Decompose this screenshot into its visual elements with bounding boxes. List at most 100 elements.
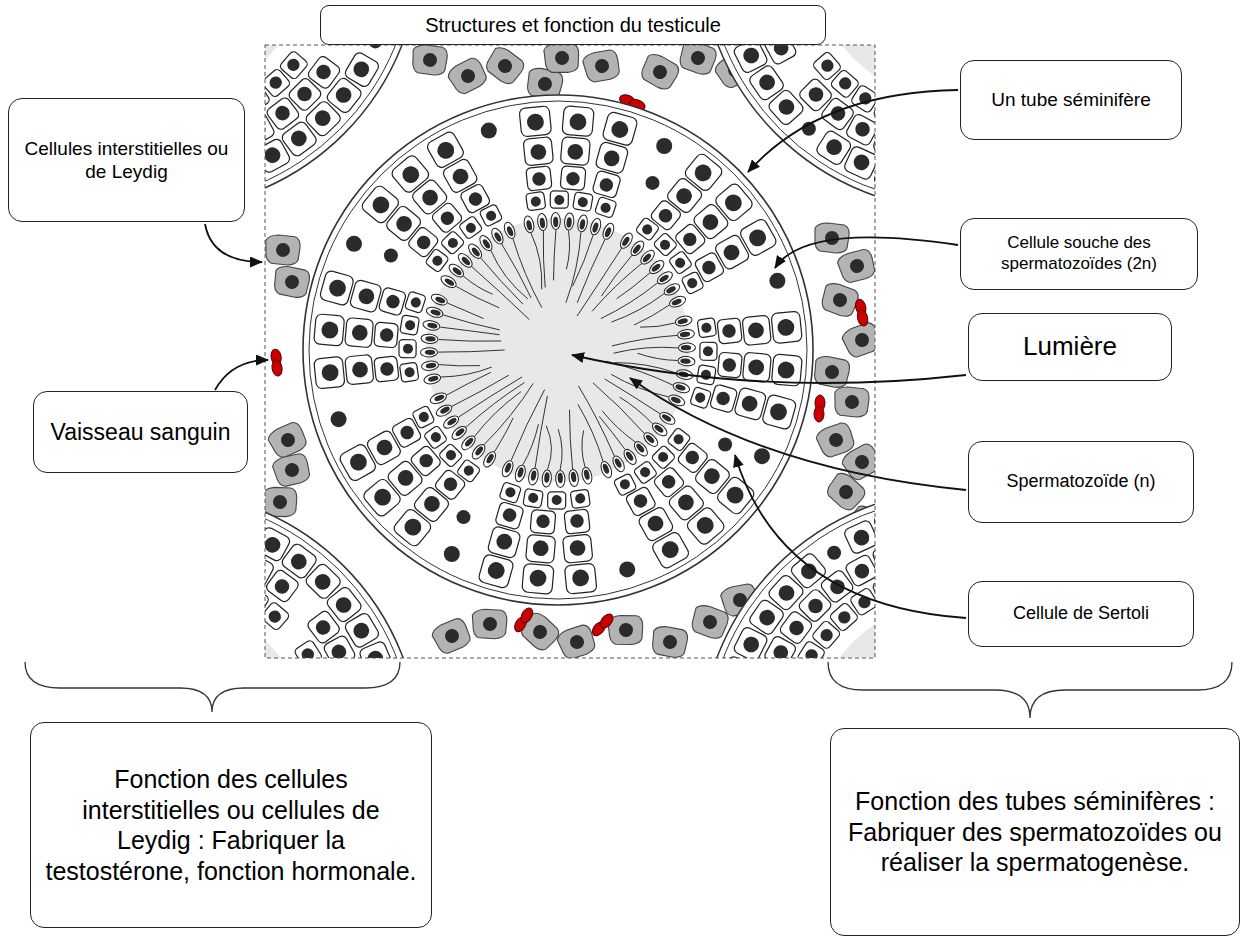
cell-nucleus: [741, 45, 762, 66]
cell-membrane: [564, 563, 597, 594]
sperm-tail: [447, 372, 491, 395]
leydig-nucleus: [845, 395, 859, 409]
cell-membrane: [653, 232, 678, 257]
sperm-head: [667, 393, 686, 408]
cell-nucleus: [446, 236, 460, 250]
sperm-head: [429, 391, 448, 406]
germ-cell: [690, 386, 712, 408]
germ-cell: [734, 387, 767, 421]
sperm-nucleus: [665, 285, 677, 294]
germ-cell: [667, 427, 691, 452]
cell-nucleus: [374, 437, 395, 458]
cell-membrane: [732, 45, 768, 74]
leydig-cell: [266, 235, 301, 266]
germ-cell: [633, 460, 658, 484]
germ-cell: [763, 45, 797, 66]
sperm-nucleus: [425, 336, 436, 342]
leydig-nucleus: [458, 66, 477, 85]
spermatozoon: [527, 467, 539, 485]
cell-nucleus: [659, 472, 678, 491]
leydig-nucleus: [554, 50, 570, 66]
germ-cell: [349, 279, 382, 313]
sertoli-nucleus: [754, 448, 770, 464]
germ-cell: [742, 352, 771, 382]
sperm-nucleus: [558, 473, 563, 483]
cell-membrane: [438, 443, 463, 468]
cell-nucleus: [691, 161, 715, 185]
leydig-membrane: [555, 621, 599, 658]
germ-cell: [495, 501, 524, 530]
cell-nucleus: [571, 569, 589, 587]
cell-nucleus: [351, 59, 372, 80]
leydig-membrane: [445, 54, 490, 98]
label-text: Cellule souche des spermatozoïdes (2n): [973, 233, 1185, 274]
sertoli-nucleus: [481, 123, 497, 139]
leydig-cell: [652, 626, 688, 658]
cell-nucleus: [618, 477, 632, 491]
cell-nucleus: [701, 322, 712, 333]
cell-nucleus: [673, 256, 687, 270]
sperm-nucleus: [517, 467, 525, 478]
spermatozoon: [622, 447, 639, 466]
cell-nucleus: [288, 127, 310, 149]
sertoli-nucleus: [619, 561, 635, 577]
cell-membrane: [562, 534, 593, 563]
germ-cell: [564, 509, 590, 534]
sperm-nucleus: [444, 277, 456, 287]
leydig-membrane: [678, 45, 718, 76]
germ-cell: [358, 640, 393, 658]
cell-membrane: [697, 318, 717, 338]
leydig-nucleus: [618, 622, 633, 637]
cell-membrane: [734, 387, 767, 421]
germ-cell: [345, 318, 374, 348]
cell-nucleus: [532, 172, 547, 187]
cell-nucleus: [599, 201, 612, 214]
leydig-nucleus: [276, 243, 290, 257]
cell-nucleus: [673, 185, 695, 207]
cell-membrane: [499, 482, 521, 504]
leydig-nucleus: [568, 633, 587, 652]
germ-cell: [681, 271, 704, 295]
cell-nucleus: [703, 346, 713, 356]
leydig-cell: [472, 608, 508, 640]
cell-nucleus: [851, 527, 872, 548]
sperm-nucleus: [493, 231, 502, 243]
sperm-nucleus: [451, 266, 462, 277]
leydig-nucleus: [483, 617, 498, 632]
leydig-cell: [274, 266, 311, 299]
germ-cell: [530, 509, 556, 534]
spermatozoon: [477, 233, 494, 252]
germ-cell: [412, 405, 435, 429]
leydig-membrane: [581, 47, 623, 86]
cell-nucleus: [722, 324, 737, 339]
sperm-nucleus: [434, 394, 446, 403]
sperm-tail: [558, 429, 562, 470]
sperm-tail: [605, 379, 660, 414]
cell-nucleus: [672, 432, 686, 446]
sperm-head: [430, 292, 449, 307]
sperm-nucleus: [430, 309, 441, 317]
cell-nucleus: [312, 571, 334, 593]
sperm-nucleus: [506, 226, 515, 238]
cell-membrane: [742, 352, 771, 382]
cell-membrane: [573, 192, 594, 212]
leydig-membrane: [820, 281, 861, 318]
leader-line: [215, 360, 268, 390]
cell-nucleus: [640, 222, 654, 236]
cell-nucleus: [333, 84, 355, 106]
cell-nucleus: [288, 551, 310, 573]
sperm-tail: [573, 235, 594, 286]
leydig-cell: [690, 603, 731, 640]
germ-cell: [265, 84, 271, 113]
cell-membrane: [523, 488, 544, 508]
function-box: Fonction des cellules interstitielles ou…: [30, 722, 432, 928]
cell-nucleus: [409, 296, 422, 309]
cell-nucleus: [609, 119, 630, 140]
leydig-cell: [638, 51, 681, 92]
cell-nucleus: [527, 492, 539, 504]
cell-membrane: [412, 405, 435, 429]
sperm-tail: [578, 404, 603, 461]
cell-nucleus: [574, 493, 585, 504]
germ-cell: [430, 201, 463, 234]
sperm-nucleus: [677, 318, 688, 325]
